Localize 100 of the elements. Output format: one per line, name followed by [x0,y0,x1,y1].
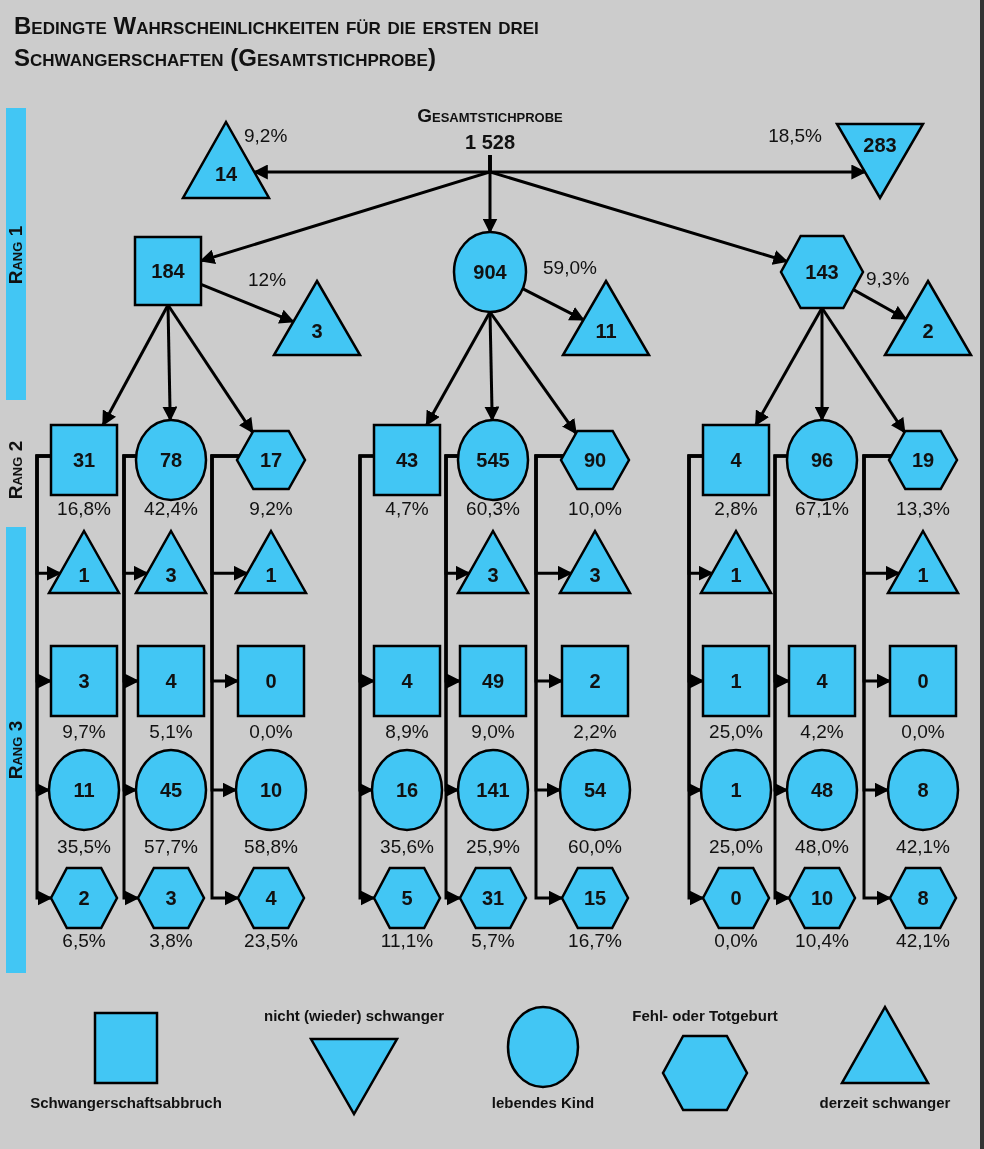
percentage-label: 0,0% [714,929,758,953]
percentage-label: 42,1% [896,835,950,859]
percentage-label: 57,7% [144,835,198,859]
count-label: 1 [265,563,277,588]
triangle-node [136,531,206,593]
triangle-node [888,531,958,593]
percentage-label: 4,2% [800,720,844,744]
legend-label: nicht (wieder) schwanger [264,1006,444,1026]
count-label: 545 [476,448,510,472]
triangle-node [236,531,306,593]
percentage-label: 6,5% [62,929,106,953]
count-label: 31 [481,886,505,910]
percentage-label: 2,2% [573,720,617,744]
arrow [35,454,53,906]
arrow [425,311,492,427]
arrow [444,454,462,906]
percentage-label: 60,0% [568,835,622,859]
percentage-label: 67,1% [795,497,849,521]
percentage-label: 9,0% [471,720,515,744]
percentage-label: 9,7% [62,720,106,744]
count-label: 2 [589,669,601,693]
percentage-label: 35,5% [57,835,111,859]
percentage-label: 25,9% [466,835,520,859]
percentage-label: 59,0% [543,256,597,280]
triangle-node [563,281,649,355]
percentage-label: 5,1% [149,720,193,744]
hexagon-node [703,868,769,928]
hexagon-node [562,868,628,928]
arrow [687,454,705,906]
count-label: 3 [78,669,90,693]
hexagon-node [374,868,440,928]
count-label: 78 [159,448,183,472]
percentage-label: 60,3% [466,497,520,521]
square-node [374,425,440,495]
square-node [238,646,304,716]
rank-label: Rang 1 [6,225,26,285]
count-label: 8 [917,778,929,802]
arrow [534,454,564,906]
percentage-label: 0,0% [901,720,945,744]
percentage-label: 58,8% [244,835,298,859]
sample-heading: Gesamtstichprobe [417,104,563,128]
count-label: 1 [78,563,90,588]
count-label: 4 [730,448,742,472]
count-label: 17 [259,448,283,472]
count-label: 1 [917,563,929,588]
count-label: 141 [476,778,510,802]
count-label: 0 [730,886,742,910]
hexagon-node [138,868,204,928]
triangle-node [458,531,528,593]
percentage-label: 48,0% [795,835,849,859]
count-label: 0 [917,669,929,693]
circle-node [888,750,958,830]
percentage-label: 12% [248,268,287,292]
square-node [703,646,769,716]
arrow [166,304,254,434]
hexagon-node [789,868,855,928]
percentage-label: 13,3% [896,497,950,521]
count-label: 49 [481,669,505,693]
circle-node [458,750,528,830]
count-label: 1 [730,669,742,693]
square-node [789,646,855,716]
arrow [162,304,178,422]
arrow [820,307,906,434]
arrow [200,283,295,324]
circle-node [787,750,857,830]
percentage-label: 16,8% [57,497,111,521]
circle-node [454,232,526,312]
arrow [521,287,585,322]
count-label: 16 [395,778,419,802]
percentage-label: 4,7% [385,497,429,521]
square-node [703,425,769,495]
count-label: 4 [816,669,828,693]
count-label: 48 [810,778,834,802]
title: Bedingte Wahrscheinlichkeiten für die ersten drei Schwangerschaften (Gesamtstichprobe) [14,11,540,73]
percentage-label: 25,0% [709,835,763,859]
hexagon-node [889,431,957,489]
percentage-label: 25,0% [709,720,763,744]
arrow [484,311,500,422]
count-label: 10 [259,778,283,802]
arrow [862,454,892,906]
count-label: 4 [165,669,177,693]
hexagon-node [238,868,304,928]
circle-node [136,750,206,830]
percentage-label: 18,5% [768,124,822,148]
count-label: 2 [78,886,90,910]
count-label: 1 [730,778,742,802]
count-label: 10 [810,886,834,910]
square-node [51,425,117,495]
arrow [488,155,789,265]
legend-label: lebendes Kind [491,1093,595,1113]
hexagon-node [460,868,526,928]
square-node [51,646,117,716]
arrow [852,288,908,321]
percentage-label: 23,5% [244,929,298,953]
arrow [122,454,140,906]
percentage-label: 10,4% [795,929,849,953]
arrow [358,454,376,906]
percentage-label: 10,0% [568,497,622,521]
count-label: 3 [311,319,323,344]
arrow [754,307,824,427]
